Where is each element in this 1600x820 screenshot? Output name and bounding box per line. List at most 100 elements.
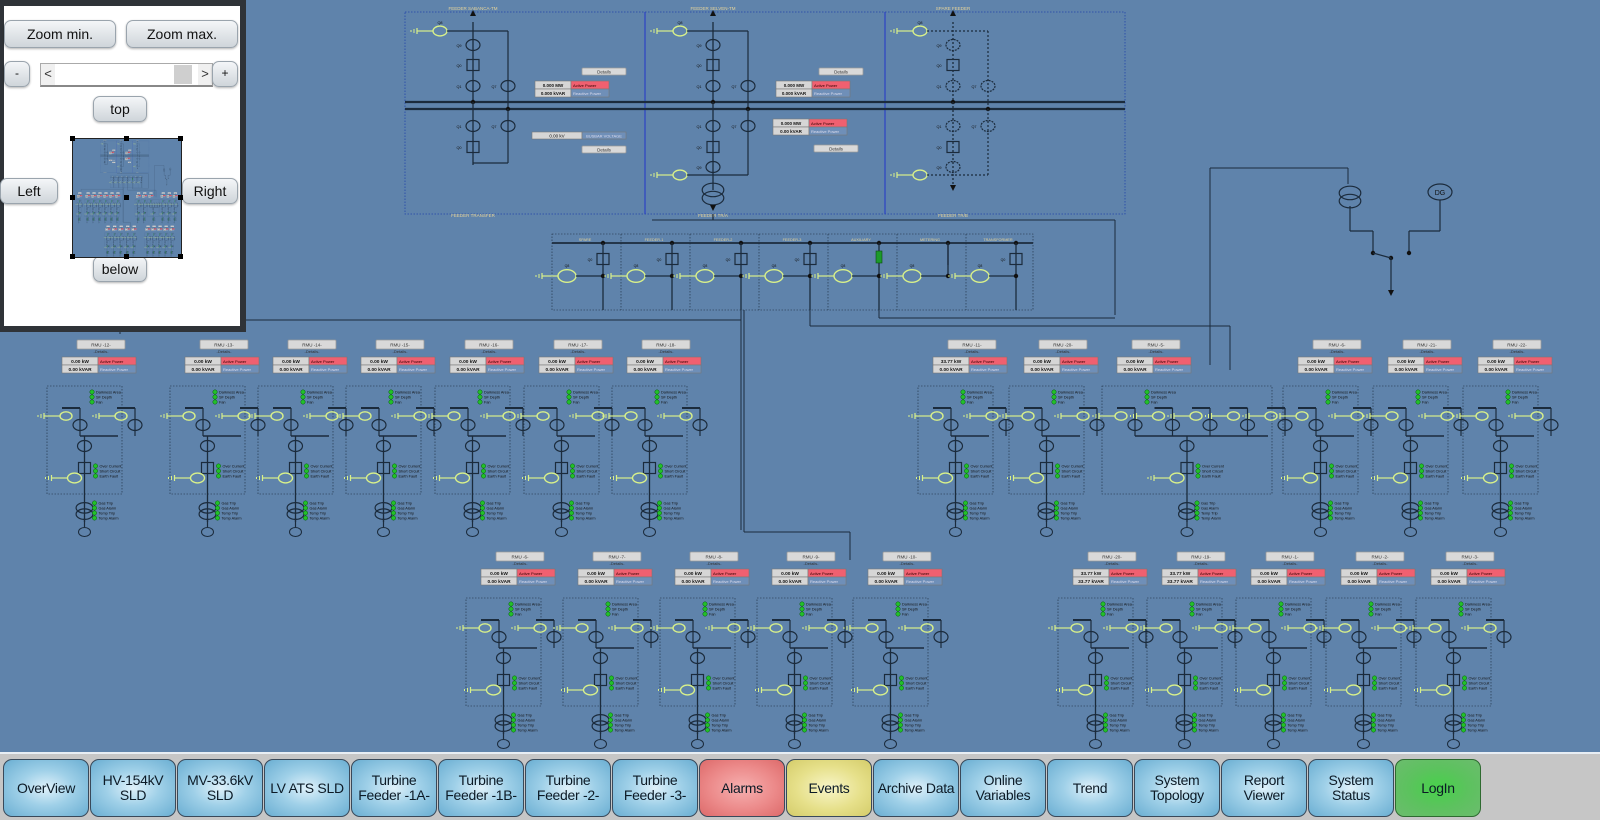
earthing-switch-icon[interactable] [149,237,150,238]
nav-button-turbine-feeder-1b[interactable]: Turbine Feeder -1B- [438,759,524,817]
earthing-switch-icon[interactable] [105,237,106,238]
earthing-switch-q8[interactable] [1274,412,1308,420]
earthing-switch-icon[interactable] [433,26,447,36]
earthing-switch-icon[interactable] [1386,412,1398,420]
earthing-switch-q8[interactable] [134,204,136,205]
rmu-details-button-bg[interactable] [113,226,116,227]
earthing-switch-q8-1[interactable] [168,247,170,249]
rmu-details-button[interactable]: RMU -16- [465,340,513,349]
earthing-switch-q8[interactable] [1049,624,1083,632]
nav-button-trend[interactable]: Trend [1047,759,1133,817]
earthing-switch-q8[interactable] [603,412,637,420]
earthing-switch-icon[interactable] [479,624,491,632]
rmu-details-button[interactable]: RMU -19- [152,225,155,227]
rmu-details-button[interactable]: RMU -6- [1313,340,1361,349]
earthing-switch-icon[interactable] [113,204,114,205]
earthing-switch-icon[interactable] [156,204,157,205]
earthing-switch-icon[interactable] [170,204,171,205]
earthing-switch-q8[interactable] [144,237,146,238]
earthing-switch-icon[interactable] [92,213,93,215]
rmu-details-button[interactable]: RMU -10- [133,225,136,227]
earthing-switch-q8[interactable] [515,412,549,420]
details-button[interactable]: Details [582,68,626,75]
earthing-switch-q8-1[interactable] [124,247,126,249]
earthing-switch-icon[interactable] [116,213,117,215]
rmu-details-button-bg[interactable] [146,226,149,227]
earthing-switch-icon[interactable] [673,26,687,36]
earthing-switch-icon[interactable] [191,473,205,483]
earthing-switch-q8[interactable] [426,412,460,420]
rmu-details-button[interactable]: RMU -20- [1039,340,1087,349]
rmu-details-button[interactable]: RMU -2- [1356,552,1404,561]
earthing-switch-q8[interactable] [102,204,104,205]
details-button-bg[interactable] [112,150,115,151]
earthing-switch-icon[interactable] [109,204,110,205]
pan-right-button[interactable]: Right [182,178,238,204]
earthing-switch-icon[interactable] [1304,473,1318,483]
earthing-switch-q8[interactable] [881,270,921,283]
rmu-details-button[interactable]: RMU -13- [87,192,90,194]
earthing-switch-icon[interactable] [1190,412,1202,420]
rmu-details-button-bg[interactable] [171,226,174,227]
earthing-switch-icon[interactable] [456,473,470,483]
earthing-switch-q8[interactable] [1364,412,1398,420]
earthing-switch-q8-1[interactable] [1008,473,1044,483]
earthing-switch-icon[interactable] [1484,473,1498,483]
pan-top-button[interactable]: top [93,96,147,122]
rmu-details-button[interactable]: RMU -17- [110,192,113,194]
earthing-switch-icon[interactable] [448,412,460,420]
earthing-switch-icon[interactable] [1228,412,1240,420]
earthing-switch-q8[interactable] [165,204,167,205]
earthing-switch-q8-1[interactable] [756,685,792,695]
details-button[interactable]: Details [819,68,863,75]
earthing-switch-icon[interactable] [1170,473,1184,483]
nav-button-login[interactable]: LogIn [1395,759,1481,817]
rmu-details-button[interactable]: RMU -11- [948,340,996,349]
earthing-switch-q8-1[interactable] [102,213,104,215]
earthing-switch-icon[interactable] [120,181,121,183]
earthing-switch-icon[interactable] [164,204,165,205]
earthing-switch-q8[interactable] [38,412,72,420]
earthing-switch-icon[interactable] [129,181,130,183]
earthing-switch-q8[interactable] [128,181,131,183]
earthing-switch-q8-1[interactable] [114,213,116,215]
earthing-switch-icon[interactable] [696,270,714,283]
rmu-details-button-bg[interactable] [152,226,155,227]
earthing-switch-q8[interactable] [90,204,92,205]
earthing-switch-icon[interactable] [1476,412,1488,420]
earthing-switch-icon[interactable] [119,204,120,205]
rmu-details-button[interactable]: RMU -5- [1132,340,1180,349]
rmu-details-button[interactable]: RMU -20- [146,225,149,227]
rmu-details-button[interactable]: RMU -8- [120,225,123,227]
earthing-switch-icon[interactable] [1257,685,1271,695]
resize-handle[interactable] [70,136,75,141]
rmu-details-button[interactable]: RMU -22- [1493,340,1541,349]
nav-button-turbine-feeder-1a[interactable]: Turbine Feeder -1A- [351,759,437,817]
rmu-details-button[interactable]: RMU -9- [126,225,129,227]
earthing-switch-icon[interactable] [101,204,102,205]
earthing-switch-icon[interactable] [183,412,195,420]
earthing-switch-q8[interactable] [161,412,195,420]
earthing-switch-icon[interactable] [673,624,685,632]
earthing-switch-icon[interactable] [125,237,126,238]
earthing-switch-icon[interactable] [971,270,989,283]
earthing-switch-q8-1[interactable] [1148,473,1184,483]
earthing-switch-icon[interactable] [142,213,143,215]
earthing-switch-icon[interactable] [161,237,162,238]
earthing-switch-q8[interactable] [96,204,98,205]
earthing-switch-q8-1[interactable] [1325,685,1361,695]
earthing-switch-icon[interactable] [1022,412,1034,420]
rmu-details-button[interactable]: RMU -18- [116,192,119,194]
earthing-switch-icon[interactable] [125,181,126,183]
rmu-details-button[interactable]: RMU -21- [1403,340,1451,349]
resize-handle[interactable] [70,254,75,259]
earthing-switch-q8-1[interactable] [162,247,164,249]
earthing-switch-icon[interactable] [631,624,643,632]
earthing-switch-icon[interactable] [136,213,137,215]
earthing-switch-q8[interactable] [133,166,135,168]
earthing-switch-icon[interactable] [633,473,647,483]
earthing-switch-q8[interactable] [123,237,125,238]
rmu-details-button[interactable]: RMU -22- [174,192,177,194]
fuse-icon[interactable] [876,251,882,263]
